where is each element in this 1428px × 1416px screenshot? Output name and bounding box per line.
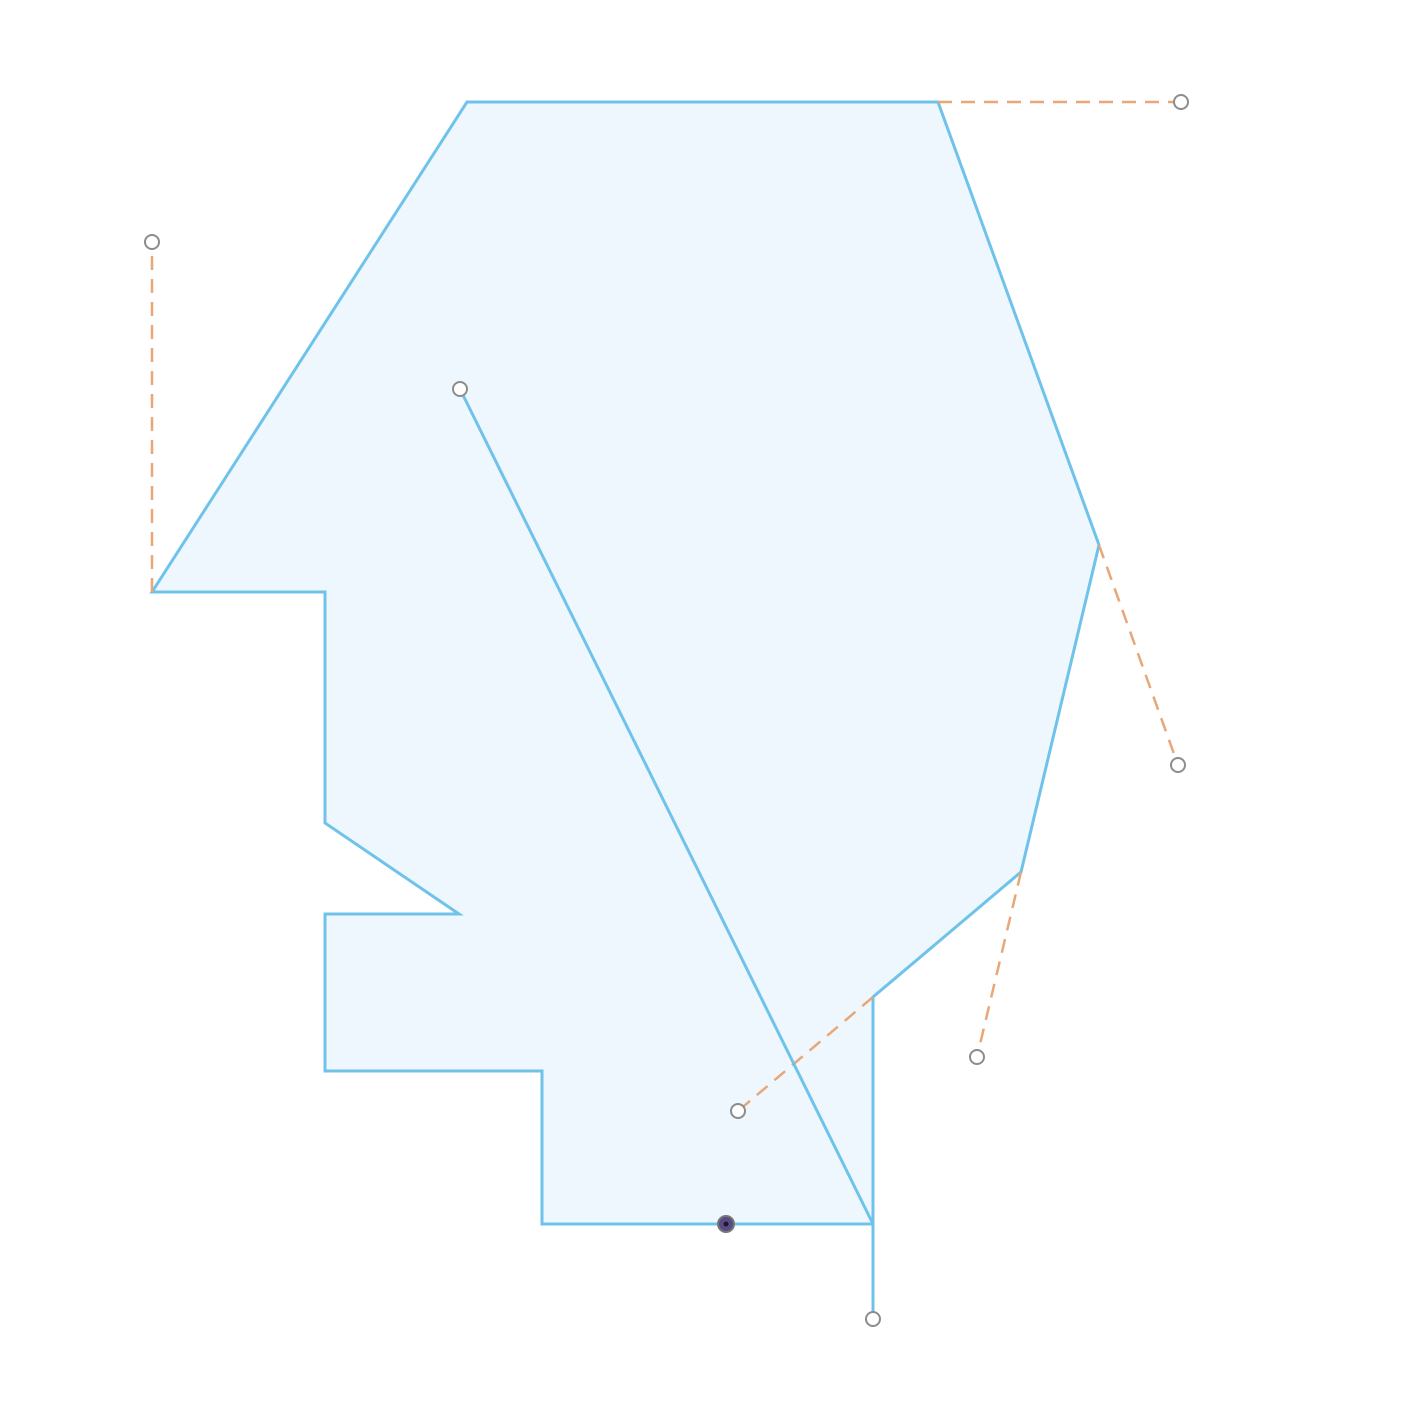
control-handle-icon[interactable] — [1170, 757, 1186, 773]
guide-line-lower-right — [975, 871, 1023, 1058]
dashed-guides — [150, 100, 1181, 1112]
vertex-handle-active-icon[interactable] — [717, 1215, 735, 1233]
vertex-handle-active-core — [723, 1221, 729, 1227]
control-handle-icon[interactable] — [730, 1103, 746, 1119]
guide-line-right — [1097, 544, 1180, 766]
control-handle-icon[interactable] — [865, 1311, 881, 1327]
control-handle-icon[interactable] — [969, 1049, 985, 1065]
control-handle-icon[interactable] — [452, 381, 468, 397]
control-handle-icon[interactable] — [144, 234, 160, 250]
control-handle-icon[interactable] — [1173, 94, 1189, 110]
polygon-shape[interactable] — [149, 100, 1101, 1226]
guide-line-diagonal — [458, 388, 875, 1225]
control-handles[interactable] — [144, 94, 1189, 1327]
solid-guides — [458, 388, 875, 1319]
guide-line-inner — [737, 996, 874, 1112]
